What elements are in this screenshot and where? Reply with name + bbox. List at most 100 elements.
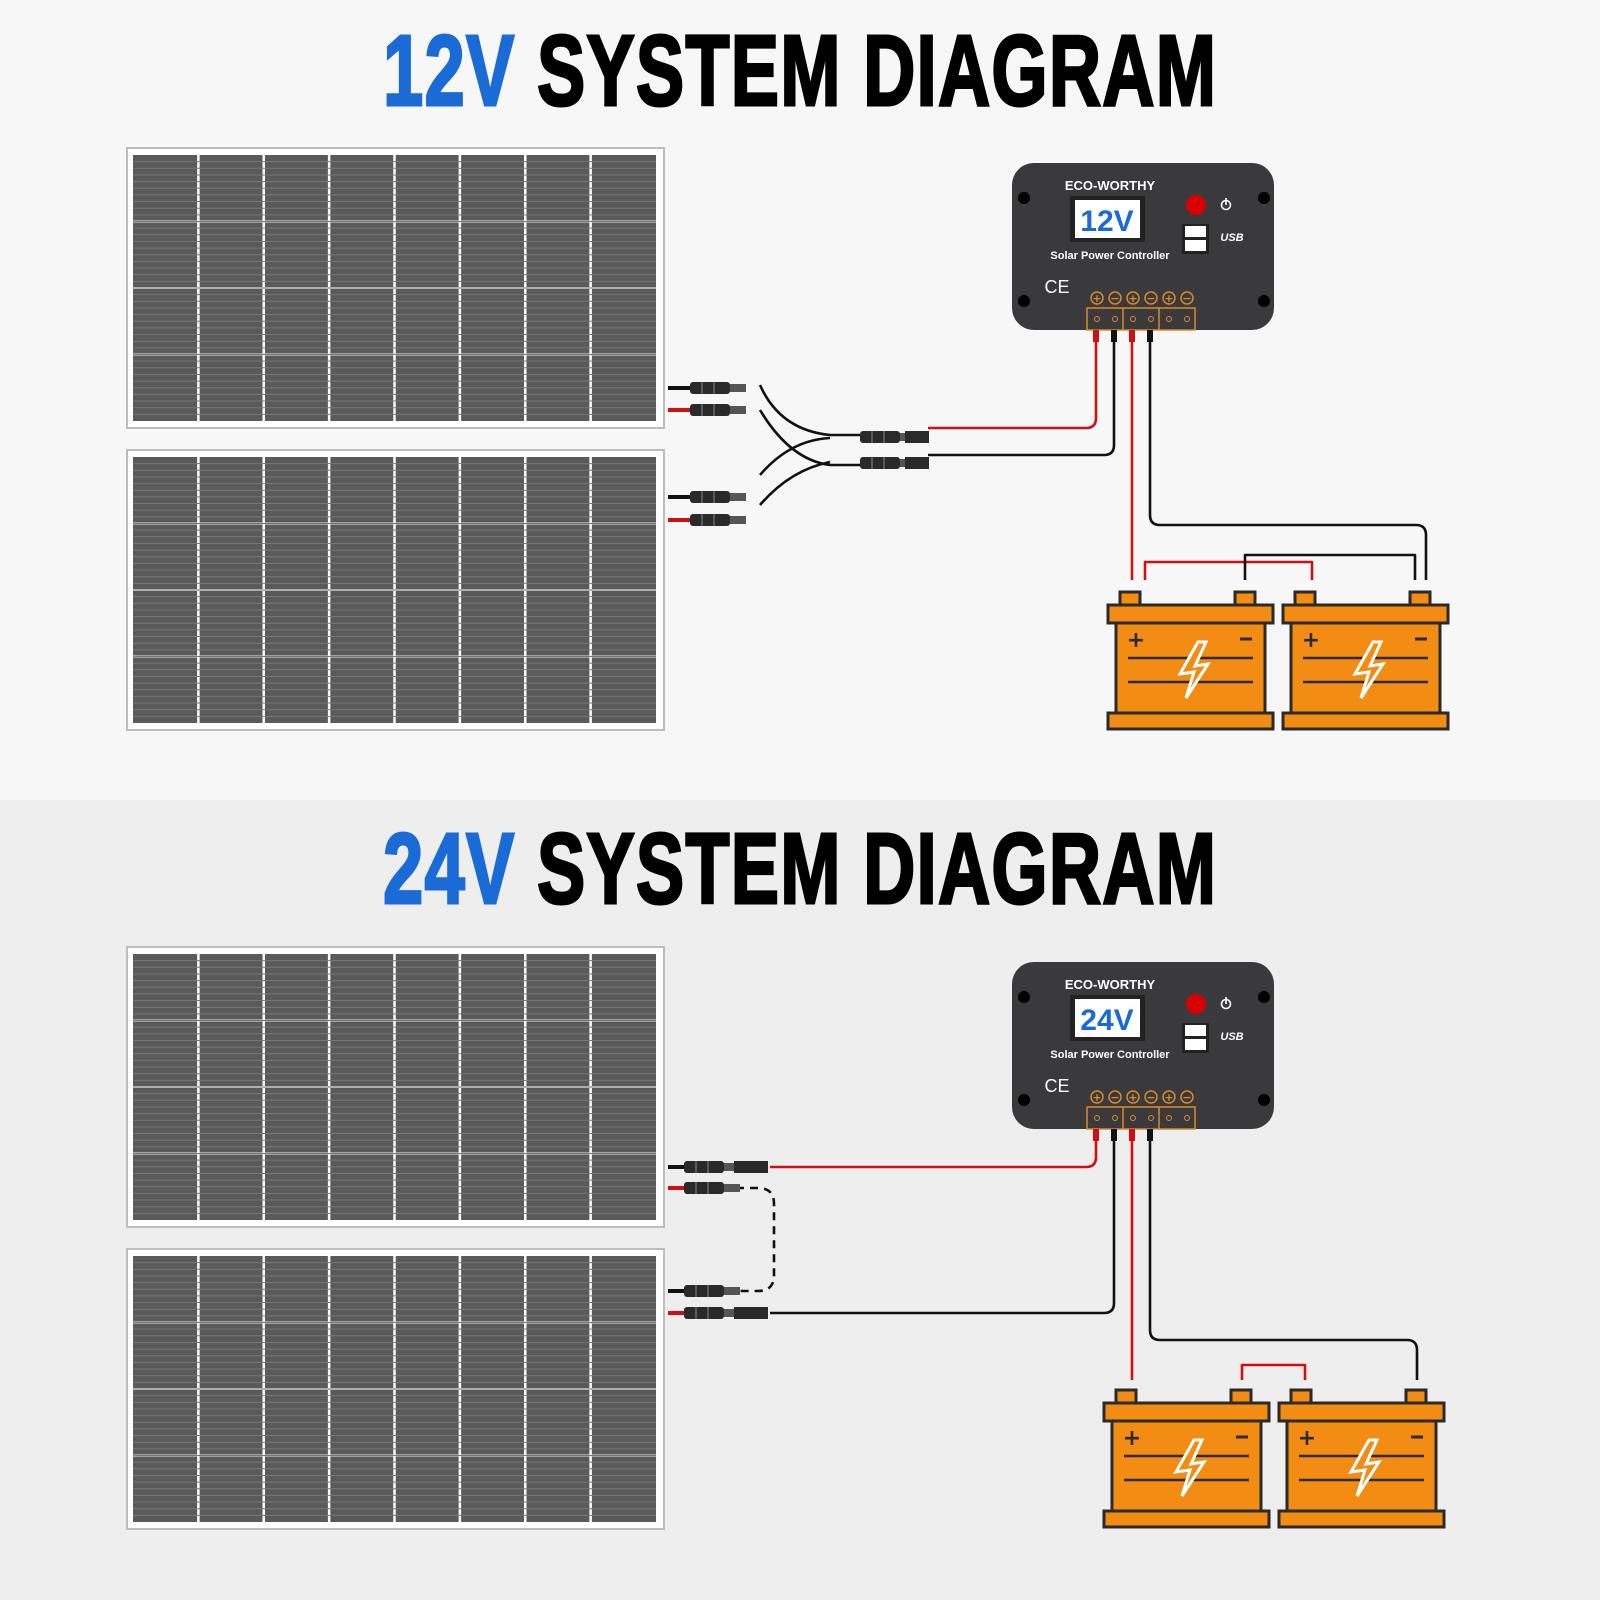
display-screen — [1075, 200, 1140, 238]
connector-body — [860, 457, 900, 469]
connector-body — [684, 1307, 724, 1319]
negative-wire — [928, 342, 1116, 457]
battery: + — [1277, 1388, 1446, 1529]
display-voltage: 12V — [1080, 205, 1133, 238]
terminal-symbol: + — [1128, 292, 1137, 305]
mounting-hole — [1018, 295, 1030, 307]
battery-base — [1281, 711, 1450, 731]
y-branch-cable — [759, 436, 831, 476]
mounting-hole — [1258, 295, 1270, 307]
terminal-symbol-icon — [1090, 1090, 1104, 1104]
battery: + — [1281, 590, 1450, 731]
terminal-screw — [1130, 1115, 1136, 1121]
terminal-symbol-icon — [1108, 1090, 1122, 1104]
mounting-hole — [1258, 1094, 1270, 1106]
terminal-symbol-icon — [1162, 1090, 1176, 1104]
power-button — [1186, 195, 1206, 215]
terminal-symbol: − — [1182, 1091, 1191, 1104]
mc4-connector — [690, 514, 746, 526]
mc4-connector-female — [734, 1307, 768, 1319]
terminal-screw — [1148, 1115, 1154, 1121]
positive-wire — [770, 1141, 1098, 1169]
title-text: SYSTEM DIAGRAM — [536, 14, 1218, 129]
connector-tip — [724, 1309, 740, 1317]
mc4-connector-female — [734, 1161, 768, 1173]
usb-port — [1185, 240, 1206, 251]
terminal-screw — [1184, 1115, 1190, 1121]
ce-mark: CE — [1044, 1076, 1069, 1096]
connector-body — [690, 404, 730, 416]
negative-wire — [770, 1141, 1116, 1315]
terminal-symbol-icon — [1180, 1090, 1194, 1104]
controller-lead — [1093, 1129, 1099, 1141]
battery-parallel-negative — [1243, 553, 1417, 580]
battery-lid — [1281, 603, 1450, 625]
battery-negative-wire — [1148, 1141, 1419, 1380]
terminal-symbol-icon — [1126, 1090, 1140, 1104]
mounting-hole — [1258, 991, 1270, 1003]
brand-label: ECO-WORTHY — [1065, 977, 1156, 992]
mc4-connector — [684, 1161, 740, 1173]
connector-body — [860, 431, 900, 443]
terminal-screw — [1094, 1115, 1100, 1121]
usb-icon: USB — [1220, 232, 1243, 244]
terminal-symbol: + — [1128, 1091, 1137, 1104]
usb-port — [1185, 226, 1206, 237]
controller-lead — [1111, 1129, 1117, 1141]
display-screen — [1075, 999, 1140, 1037]
solar-panel — [126, 1248, 665, 1530]
terminal-block — [1086, 307, 1196, 331]
terminal-symbol: − — [1146, 1091, 1155, 1104]
battery-parallel-positive — [1143, 560, 1314, 580]
mounting-hole — [1018, 1094, 1030, 1106]
solar-panel — [126, 147, 665, 429]
controller-lead — [1129, 1129, 1135, 1141]
power-button — [1186, 994, 1206, 1014]
brand-label: ECO-WORTHY — [1065, 178, 1156, 193]
terminal-symbol: + — [1164, 1091, 1173, 1104]
terminal-symbol: − — [1182, 292, 1191, 305]
connector-tip — [730, 493, 746, 501]
terminal-symbol-icon — [1126, 291, 1140, 305]
connector-body — [690, 382, 730, 394]
connector-body — [690, 514, 730, 526]
connector-body — [684, 1285, 724, 1297]
connector-tip — [730, 384, 746, 392]
battery-base — [1102, 1509, 1271, 1529]
terminal-screw — [1112, 316, 1118, 322]
connector-body — [684, 1161, 724, 1173]
plus-icon: + — [1298, 1426, 1316, 1451]
display-voltage: 24V — [1080, 1004, 1133, 1037]
terminal-symbol: − — [1146, 292, 1155, 305]
terminal-screw — [1094, 316, 1100, 322]
mounting-hole — [1018, 192, 1030, 204]
mounting-hole — [1258, 192, 1270, 204]
solar-panel — [126, 449, 665, 731]
usb-port — [1185, 1039, 1206, 1050]
connector-tip — [724, 1184, 740, 1192]
terminal-block — [1086, 1106, 1196, 1130]
lightning-icon — [1177, 640, 1212, 699]
mounting-hole — [1018, 991, 1030, 1003]
mc4-connector — [690, 404, 746, 416]
controller-lead — [1093, 330, 1099, 342]
terminal-screw — [1184, 316, 1190, 322]
mc4-connector — [684, 1307, 740, 1319]
connector-body — [690, 491, 730, 503]
battery: + — [1102, 1388, 1271, 1529]
connector-tip — [724, 1163, 740, 1171]
terminal-symbol-icon — [1162, 291, 1176, 305]
terminal-screw — [1148, 316, 1154, 322]
connector-tip — [730, 406, 746, 414]
controller-label: Solar Power Controller — [1050, 250, 1170, 262]
lightning-icon — [1173, 1438, 1208, 1497]
connector-tip — [724, 1287, 740, 1295]
usb-icon: USB — [1220, 1031, 1243, 1043]
terminal-symbol-icon — [1144, 1090, 1158, 1104]
terminal-screw — [1112, 1115, 1118, 1121]
panel-series-link — [722, 1186, 776, 1293]
12v-diagram-title: 12V SYSTEM DIAGRAM — [0, 14, 1600, 129]
